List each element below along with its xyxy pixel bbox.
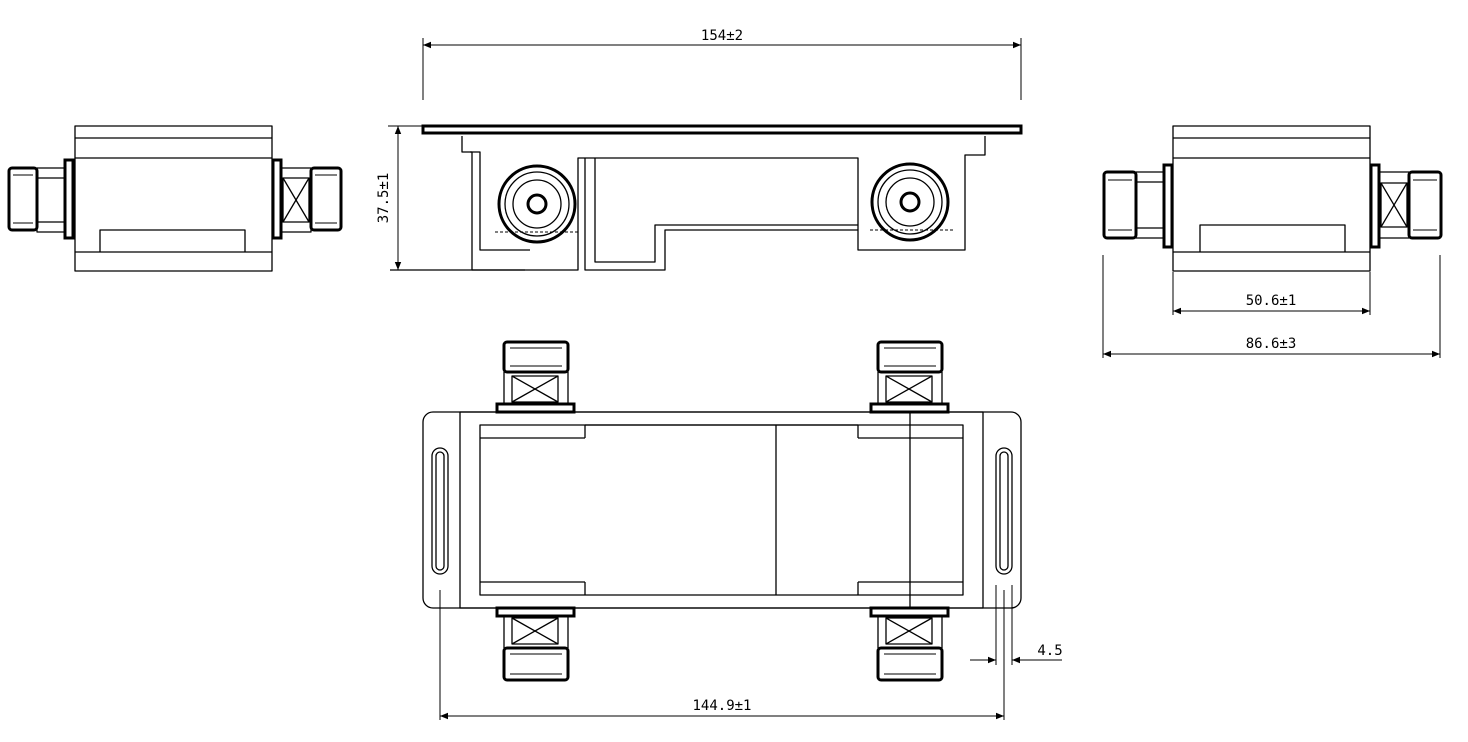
mount-slot-left (431, 447, 449, 575)
dim-body-width: 50.6±1 (1172, 272, 1371, 315)
port-3-connector (495, 606, 576, 682)
port-4-connector (869, 606, 950, 682)
dim-slot-width: 4.5 (970, 585, 1063, 665)
height-label: 37.5±1 (376, 173, 392, 224)
overall-width-label: 86.6±3 (1246, 336, 1297, 352)
dim-overall-length: 154±2 (422, 28, 1022, 100)
front-view (390, 124, 1023, 271)
dim-height: 37.5±1 (376, 125, 422, 270)
port-2-face (870, 162, 955, 242)
right-side-view (1102, 125, 1443, 272)
mount-slot-right (995, 447, 1013, 575)
dim-overall-width: 86.6±3 (1102, 255, 1441, 358)
hole-spacing-label: 144.9±1 (692, 698, 751, 714)
n-connector-right (271, 158, 343, 240)
port-1-face (495, 164, 580, 244)
port-2-connector (869, 340, 950, 414)
n-connector-left (1102, 163, 1174, 249)
body-width-label: 50.6±1 (1246, 293, 1297, 309)
top-view (422, 340, 1022, 682)
port-1-connector (495, 340, 576, 414)
overall-length-label: 154±2 (701, 28, 743, 44)
left-side-view (7, 125, 343, 272)
n-connector-right (1369, 163, 1443, 249)
dim-hole-spacing: 144.9±1 (439, 590, 1005, 720)
n-connector-left (7, 158, 75, 240)
slot-width-label: 4.5 (1037, 643, 1062, 659)
